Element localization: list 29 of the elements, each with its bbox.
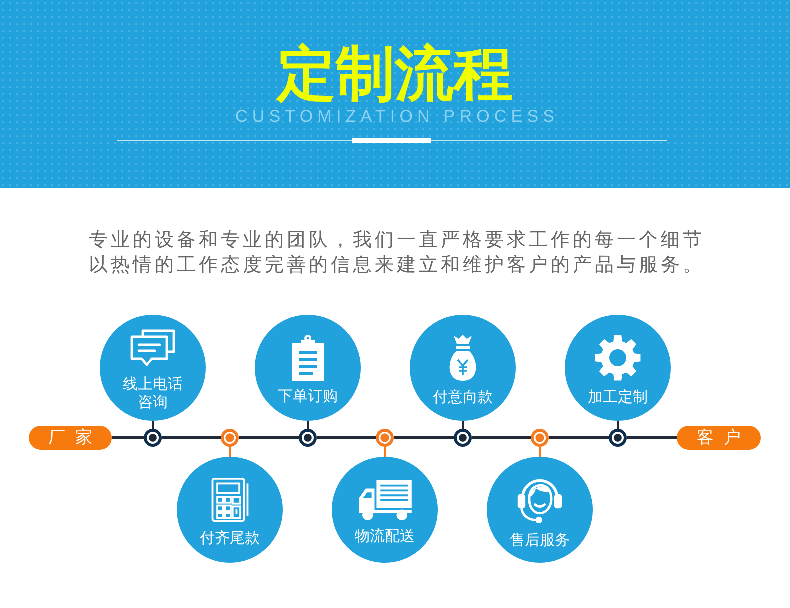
connector-line [307, 421, 309, 429]
endpoint-label: 客户 [696, 428, 751, 448]
timeline-line [549, 436, 609, 440]
connector-line [462, 421, 464, 429]
subtitle: CUSTOMIZATION PROCESS [234, 106, 560, 128]
connector-line [152, 421, 154, 429]
timeline-line [472, 436, 531, 440]
timeline-line [627, 436, 677, 440]
timeline-line [394, 436, 454, 440]
page-title: 定制流程 [274, 42, 514, 106]
endpoint-label: 厂家 [48, 428, 102, 448]
timeline-line [239, 436, 299, 440]
timeline-line [112, 436, 144, 440]
endpoint-pill [29, 426, 112, 450]
intro-paragraph: 专业的设备和专业的团队，我们一直严格要求工作的每一个细节以热情的工作态度完善的信息来建立和维护客户的产品与服务。 [89, 229, 706, 278]
step-label: 付齐尾款 [200, 530, 260, 548]
connector-line [384, 447, 386, 457]
step-label: 加工定制 [588, 388, 648, 406]
step-label: 下单订购 [278, 388, 338, 406]
connector-line [617, 421, 619, 429]
timeline-line [162, 436, 221, 440]
step-label: 线上电话咨询 [122, 376, 184, 412]
step-label: 物流配送 [355, 528, 415, 546]
connector-line [229, 447, 231, 457]
connector-line [539, 447, 541, 457]
step-label: 付意向款 [433, 388, 493, 406]
timeline-line [317, 436, 376, 440]
step-label: 售后服务 [510, 532, 570, 550]
endpoint-pill [677, 426, 761, 450]
